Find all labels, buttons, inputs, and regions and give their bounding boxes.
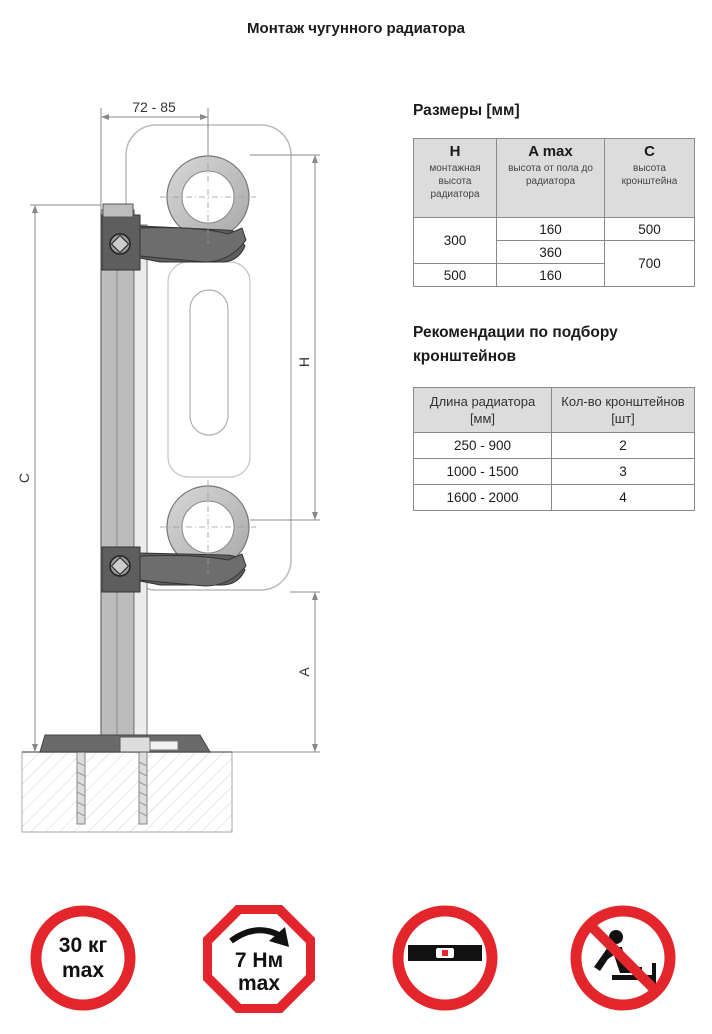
- table-row: 250 - 900 2: [413, 432, 695, 459]
- cell-count: 2: [551, 432, 695, 459]
- header-h: H монтажная высота радиатора: [413, 138, 497, 218]
- dimension-arrows: [32, 114, 318, 752]
- base-plate: [39, 734, 211, 753]
- dim-c-label: C: [16, 473, 32, 483]
- lower-bracket-hook: [101, 546, 247, 593]
- upper-bracket-hook: [101, 203, 247, 271]
- rotation-arrow-icon: [229, 927, 281, 944]
- header-length: Длина радиатора [мм]: [413, 387, 552, 433]
- svg-text:max: max: [62, 959, 104, 982]
- dimensions-title: Размеры [мм]: [413, 102, 520, 119]
- cell-a-160-b: 160: [496, 263, 605, 287]
- svg-text:7 Нм: 7 Нм: [235, 949, 283, 972]
- cell-c-500: 500: [604, 217, 695, 241]
- table-row: 1000 - 1500 3: [413, 458, 695, 485]
- table-row: 300 160 500: [413, 217, 695, 264]
- header-count: Кол-во кронштейнов [шт]: [551, 387, 695, 433]
- table-row: 360 700: [414, 240, 695, 287]
- table-row: 1600 - 2000 4: [413, 484, 695, 511]
- center-lines: [160, 150, 256, 574]
- cell-h-500: 500: [413, 263, 497, 287]
- floor: [21, 751, 233, 833]
- header-a-max: A max высота от пола до радиатора: [496, 138, 605, 218]
- svg-text:30 кг: 30 кг: [59, 934, 108, 957]
- dimension-lines: [30, 108, 320, 753]
- dimensions-table: H монтажная высота радиатора A max высот…: [413, 138, 695, 287]
- header-c: C высота кронштейна: [604, 138, 695, 218]
- cell-a-160: 160: [496, 217, 605, 241]
- page-title: Монтаж чугунного радиатора: [247, 20, 465, 37]
- dim-a-label: A: [296, 667, 312, 677]
- no-sitting-icon: [570, 905, 676, 1011]
- table-header-row: H монтажная высота радиатора A max высот…: [413, 138, 695, 218]
- cell-length: 1600 - 2000: [413, 484, 552, 511]
- radiator-mounting-diagram: 72 - 85 H C A: [16, 99, 320, 833]
- torque-limit-icon: 7 Нм max: [203, 905, 315, 1013]
- dim-width-label: 72 - 85: [132, 99, 176, 115]
- spirit-level-icon: [392, 905, 498, 1011]
- table-header-row: Длина радиатора [мм] Кол-во кронштейнов …: [413, 387, 695, 433]
- cell-a-360: 360: [496, 240, 605, 264]
- brackets-title: Рекомендации по подбору кронштейнов: [413, 324, 618, 365]
- cell-h-300: 300: [413, 217, 497, 264]
- warning-icons-row: 30 кг max 7 Нм max: [0, 905, 712, 1015]
- cell-length: 250 - 900: [413, 432, 552, 459]
- cell-c-700: 700: [604, 240, 695, 287]
- cell-length: 1000 - 1500: [413, 458, 552, 485]
- brackets-table: Длина радиатора [мм] Кол-во кронштейнов …: [413, 387, 695, 511]
- cell-count: 4: [551, 484, 695, 511]
- svg-text:max: max: [238, 972, 280, 995]
- cell-count: 3: [551, 458, 695, 485]
- table-row: 500 160: [413, 263, 695, 287]
- dim-h-label: H: [296, 357, 312, 367]
- bracket-post: [100, 209, 148, 741]
- weight-limit-icon: 30 кг max: [30, 905, 136, 1011]
